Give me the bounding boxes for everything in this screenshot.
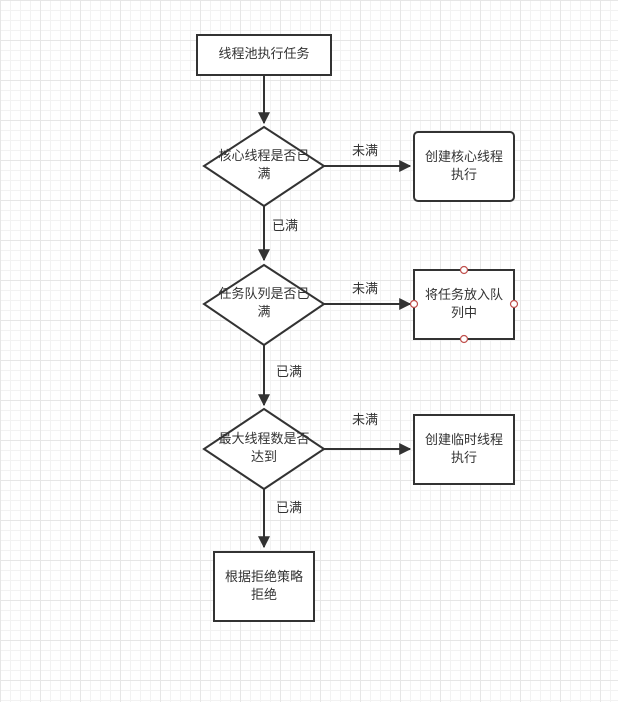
create-temp-node-box[interactable] <box>413 414 515 485</box>
edge-label-max-reached: 已满 <box>276 501 303 516</box>
edge-label-queue-not-full: 未满 <box>352 282 379 297</box>
start-node-label: 线程池执行任务 <box>218 47 310 62</box>
edge-label-max-not-reached: 未满 <box>352 413 379 428</box>
decision-max-reached-label: 最大线程数是否达到 <box>218 432 310 465</box>
create-core-node-box[interactable] <box>413 131 515 202</box>
edge-label-core-not-full: 未满 <box>352 144 379 159</box>
reject-node-box[interactable] <box>213 551 315 622</box>
create-temp-node-label: 创建临时线程执行 <box>424 432 503 466</box>
decision-core-full-label: 核心线程是否已满 <box>218 149 310 182</box>
edge-label-queue-full: 已满 <box>276 365 303 380</box>
reject-node-label: 根据拒绝策略拒绝 <box>224 569 303 603</box>
decision-max-reached-diamond[interactable] <box>202 407 326 491</box>
decision-queue-full-label: 任务队列是否已满 <box>218 287 310 320</box>
edge-label-core-full: 已满 <box>272 219 299 234</box>
connection-handle-bottom[interactable] <box>459 334 469 344</box>
connection-handle-right[interactable] <box>509 299 519 309</box>
enqueue-node-label: 将任务放入队列中 <box>424 287 503 321</box>
connection-handle-top[interactable] <box>459 265 469 275</box>
decision-queue-full-diamond[interactable] <box>202 263 326 347</box>
decision-core-full-diamond[interactable] <box>202 125 326 208</box>
start-node-box[interactable] <box>196 34 332 76</box>
connection-handle-left[interactable] <box>409 299 419 309</box>
create-core-node-label: 创建核心线程执行 <box>424 149 503 183</box>
